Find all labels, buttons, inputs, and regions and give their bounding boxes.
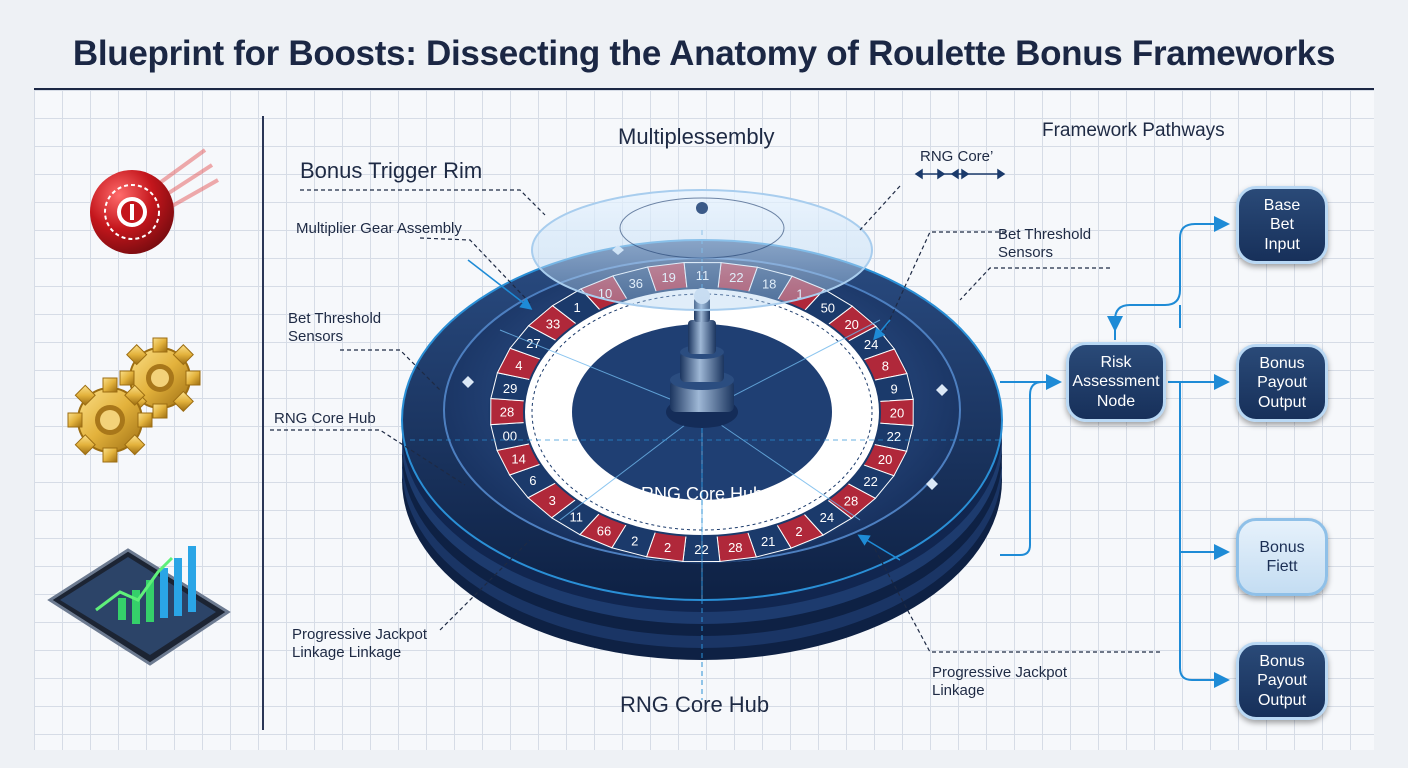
wheel-pocket-number: 21: [761, 534, 775, 549]
left-panel-divider: [262, 116, 264, 730]
wheel-pocket-number: 1: [573, 300, 580, 315]
label-progressive-right: Progressive Jackpot Linkage: [932, 664, 1068, 699]
wheel-pocket-number: 28: [728, 540, 742, 555]
node-bonus-fiett-text: Bonus Fiett: [1259, 538, 1305, 575]
wheel-pocket-number: 9: [890, 382, 897, 397]
wheel-pocket-number: 20: [844, 317, 858, 332]
wheel-pocket-number: 24: [820, 510, 834, 525]
wheel-pocket-number: 6: [529, 473, 536, 488]
node-bonus-payout-output-1: Bonus Payout Output: [1236, 344, 1328, 422]
page-title: Blueprint for Boosts: Dissecting the Ana…: [72, 34, 1336, 73]
wheel-pocket-number: 50: [821, 300, 835, 315]
node-base-bet-text: Base Bet Input: [1263, 197, 1301, 253]
wheel-pocket-number: 28: [844, 493, 858, 508]
wheel-pocket-number: 20: [878, 452, 892, 467]
label-bet-threshold-right: Bet Threshold Sensors: [998, 226, 1092, 261]
label-framework-pathways: Framework Pathways: [1042, 120, 1225, 141]
label-multiplessembly: Multiplessembly: [618, 124, 775, 149]
node-base-bet-input: Base Bet Input: [1236, 186, 1328, 264]
wheel-pocket-number: 29: [503, 381, 517, 396]
label-progressive-left: Progressive Jackpot Linkage Linkage: [292, 626, 428, 661]
wheel-pocket-number: 11: [569, 510, 583, 525]
pointer-arrows: [467, 259, 901, 561]
wheel-pocket-number: 24: [864, 337, 878, 352]
node-risk-assessment: Risk Assessment Node: [1066, 342, 1166, 422]
wheel-pocket-number: 00: [503, 428, 517, 443]
leader-lines: [270, 185, 1160, 653]
node-bonus-payout-output-2: Bonus Payout Output: [1236, 642, 1328, 720]
wheel-spindle: [666, 288, 738, 428]
label-rng-core-hub-bottom: RNG Core Hub: [620, 692, 770, 717]
wheel-pocket-number: 33: [546, 317, 560, 332]
title-underline: [34, 88, 1374, 90]
label-multiplier-gear: Multiplier Gear Assembly: [296, 220, 462, 237]
wheel-pocket-number: 28: [500, 405, 514, 420]
wheel-pocket-number: 3: [549, 493, 556, 508]
roulette-wheel: 2218150202489202220222824221282222661136…: [401, 189, 1003, 700]
tablet-chart-icon: [47, 546, 231, 666]
flow-connectors: [1000, 216, 1230, 688]
wheel-pocket-number: 22: [887, 429, 901, 444]
label-rng-core-top: RNG Core’: [920, 148, 994, 165]
wheel-pocket-number: 2: [631, 534, 638, 549]
rng-core-arrows: [914, 168, 1006, 180]
wheel-pocket-number: 22: [863, 474, 877, 489]
label-rng-core-hub-left: RNG Core Hub: [274, 410, 376, 427]
wheel-hub-label: RNG Core Hub: [641, 484, 763, 504]
node-bonus-payout-2-text: Bonus Payout Output: [1257, 653, 1307, 709]
wheel-pocket-number: 4: [515, 358, 522, 373]
label-bet-threshold-left: Bet Threshold Sensors: [288, 310, 382, 345]
node-risk-text: Risk Assessment Node: [1072, 354, 1160, 410]
node-bonus-payout-1-text: Bonus Payout Output: [1257, 355, 1307, 411]
wheel-pocket-number: 2: [664, 540, 671, 555]
wheel-pocket-number: 8: [882, 359, 889, 374]
wheel-pocket-number: 2: [795, 524, 802, 539]
node-bonus-fiett: Bonus Fiett: [1236, 518, 1328, 596]
label-bonus-trigger-rim: Bonus Trigger Rim: [300, 158, 483, 183]
wheel-pocket-number: 66: [597, 524, 611, 539]
gears-icon: [67, 337, 201, 463]
roulette-ball-icon: [90, 148, 219, 254]
wheel-pocket-number: 20: [890, 405, 904, 420]
wheel-pocket-number: 14: [511, 452, 525, 467]
